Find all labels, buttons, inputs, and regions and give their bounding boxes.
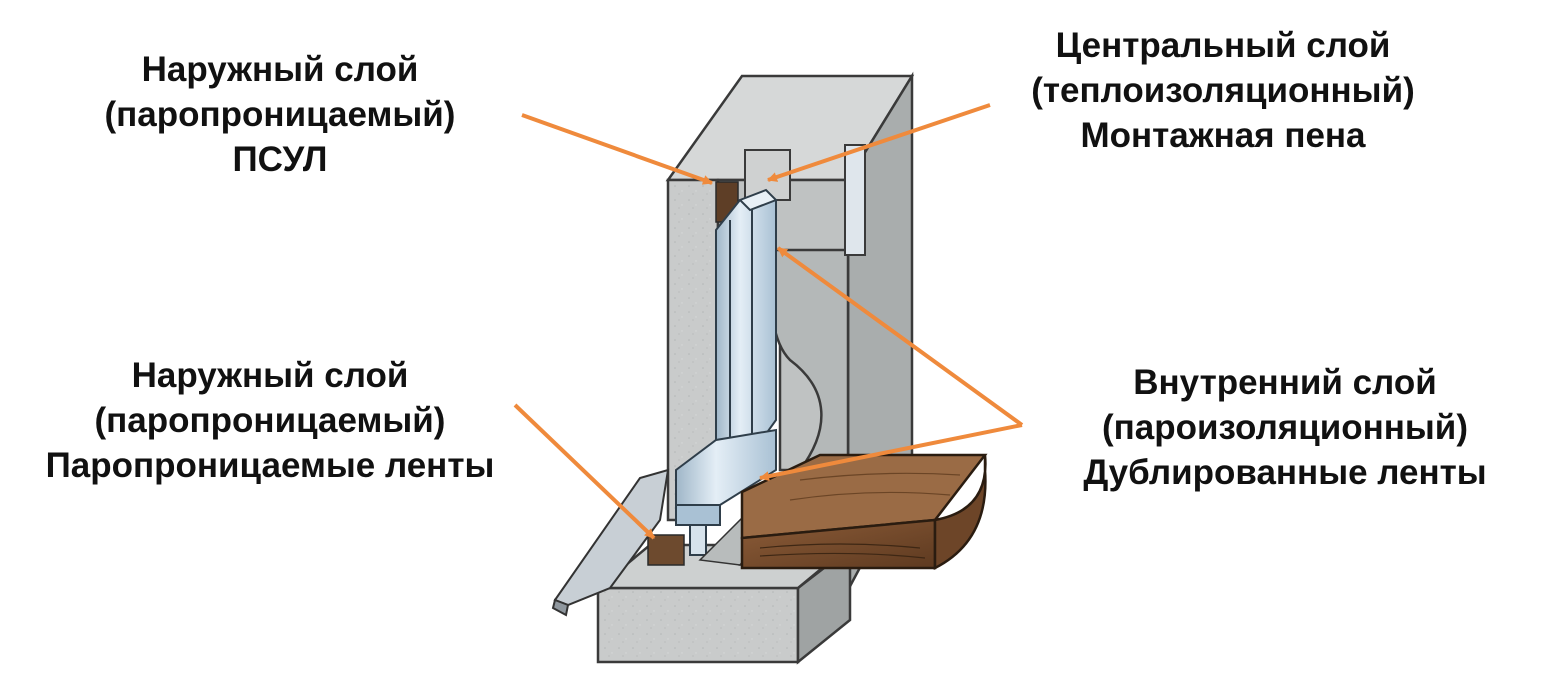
label-central-layer-foam: Центральный слой (теплоизоляционный) Мон… <box>968 23 1478 158</box>
label-line: ПСУЛ <box>232 140 328 179</box>
callout-arrows <box>513 103 1024 540</box>
label-line: Наружный слой <box>131 356 409 395</box>
label-outer-layer-tapes: Наружный слой (паропроницаемый) Паропрон… <box>0 353 540 488</box>
vapor-permeable-tape <box>647 534 685 566</box>
arrow-inner-bottom <box>759 423 1023 482</box>
drip-flashing <box>551 468 670 617</box>
label-line: Монтажная пена <box>1080 116 1366 155</box>
label-line: (пароизоляционный) <box>1102 408 1468 447</box>
label-line: Дублированные ленты <box>1083 453 1487 492</box>
window-frame-profile <box>675 188 778 556</box>
label-line: (паропроницаемый) <box>94 401 446 440</box>
label-line: Центральный слой <box>1055 26 1391 65</box>
label-line: Паропроницаемые ленты <box>45 446 495 485</box>
arrow-inner-top <box>776 246 1024 427</box>
label-line: (теплоизоляционный) <box>1031 71 1415 110</box>
wooden-windowsill <box>740 453 988 571</box>
arrow-psul <box>521 113 713 185</box>
label-line: (паропроницаемый) <box>104 95 456 134</box>
arrow-foam <box>767 103 991 182</box>
arrow-permeable-tape <box>513 403 656 540</box>
wall-channel <box>744 144 866 256</box>
label-outer-layer-psul: Наружный слой (паропроницаемый) ПСУЛ <box>50 47 510 182</box>
label-line: Внутренний слой <box>1133 363 1437 402</box>
label-line: Наружный слой <box>141 50 419 89</box>
label-inner-layer-tapes: Внутренний слой (пароизоляционный) Дубли… <box>1030 360 1540 495</box>
